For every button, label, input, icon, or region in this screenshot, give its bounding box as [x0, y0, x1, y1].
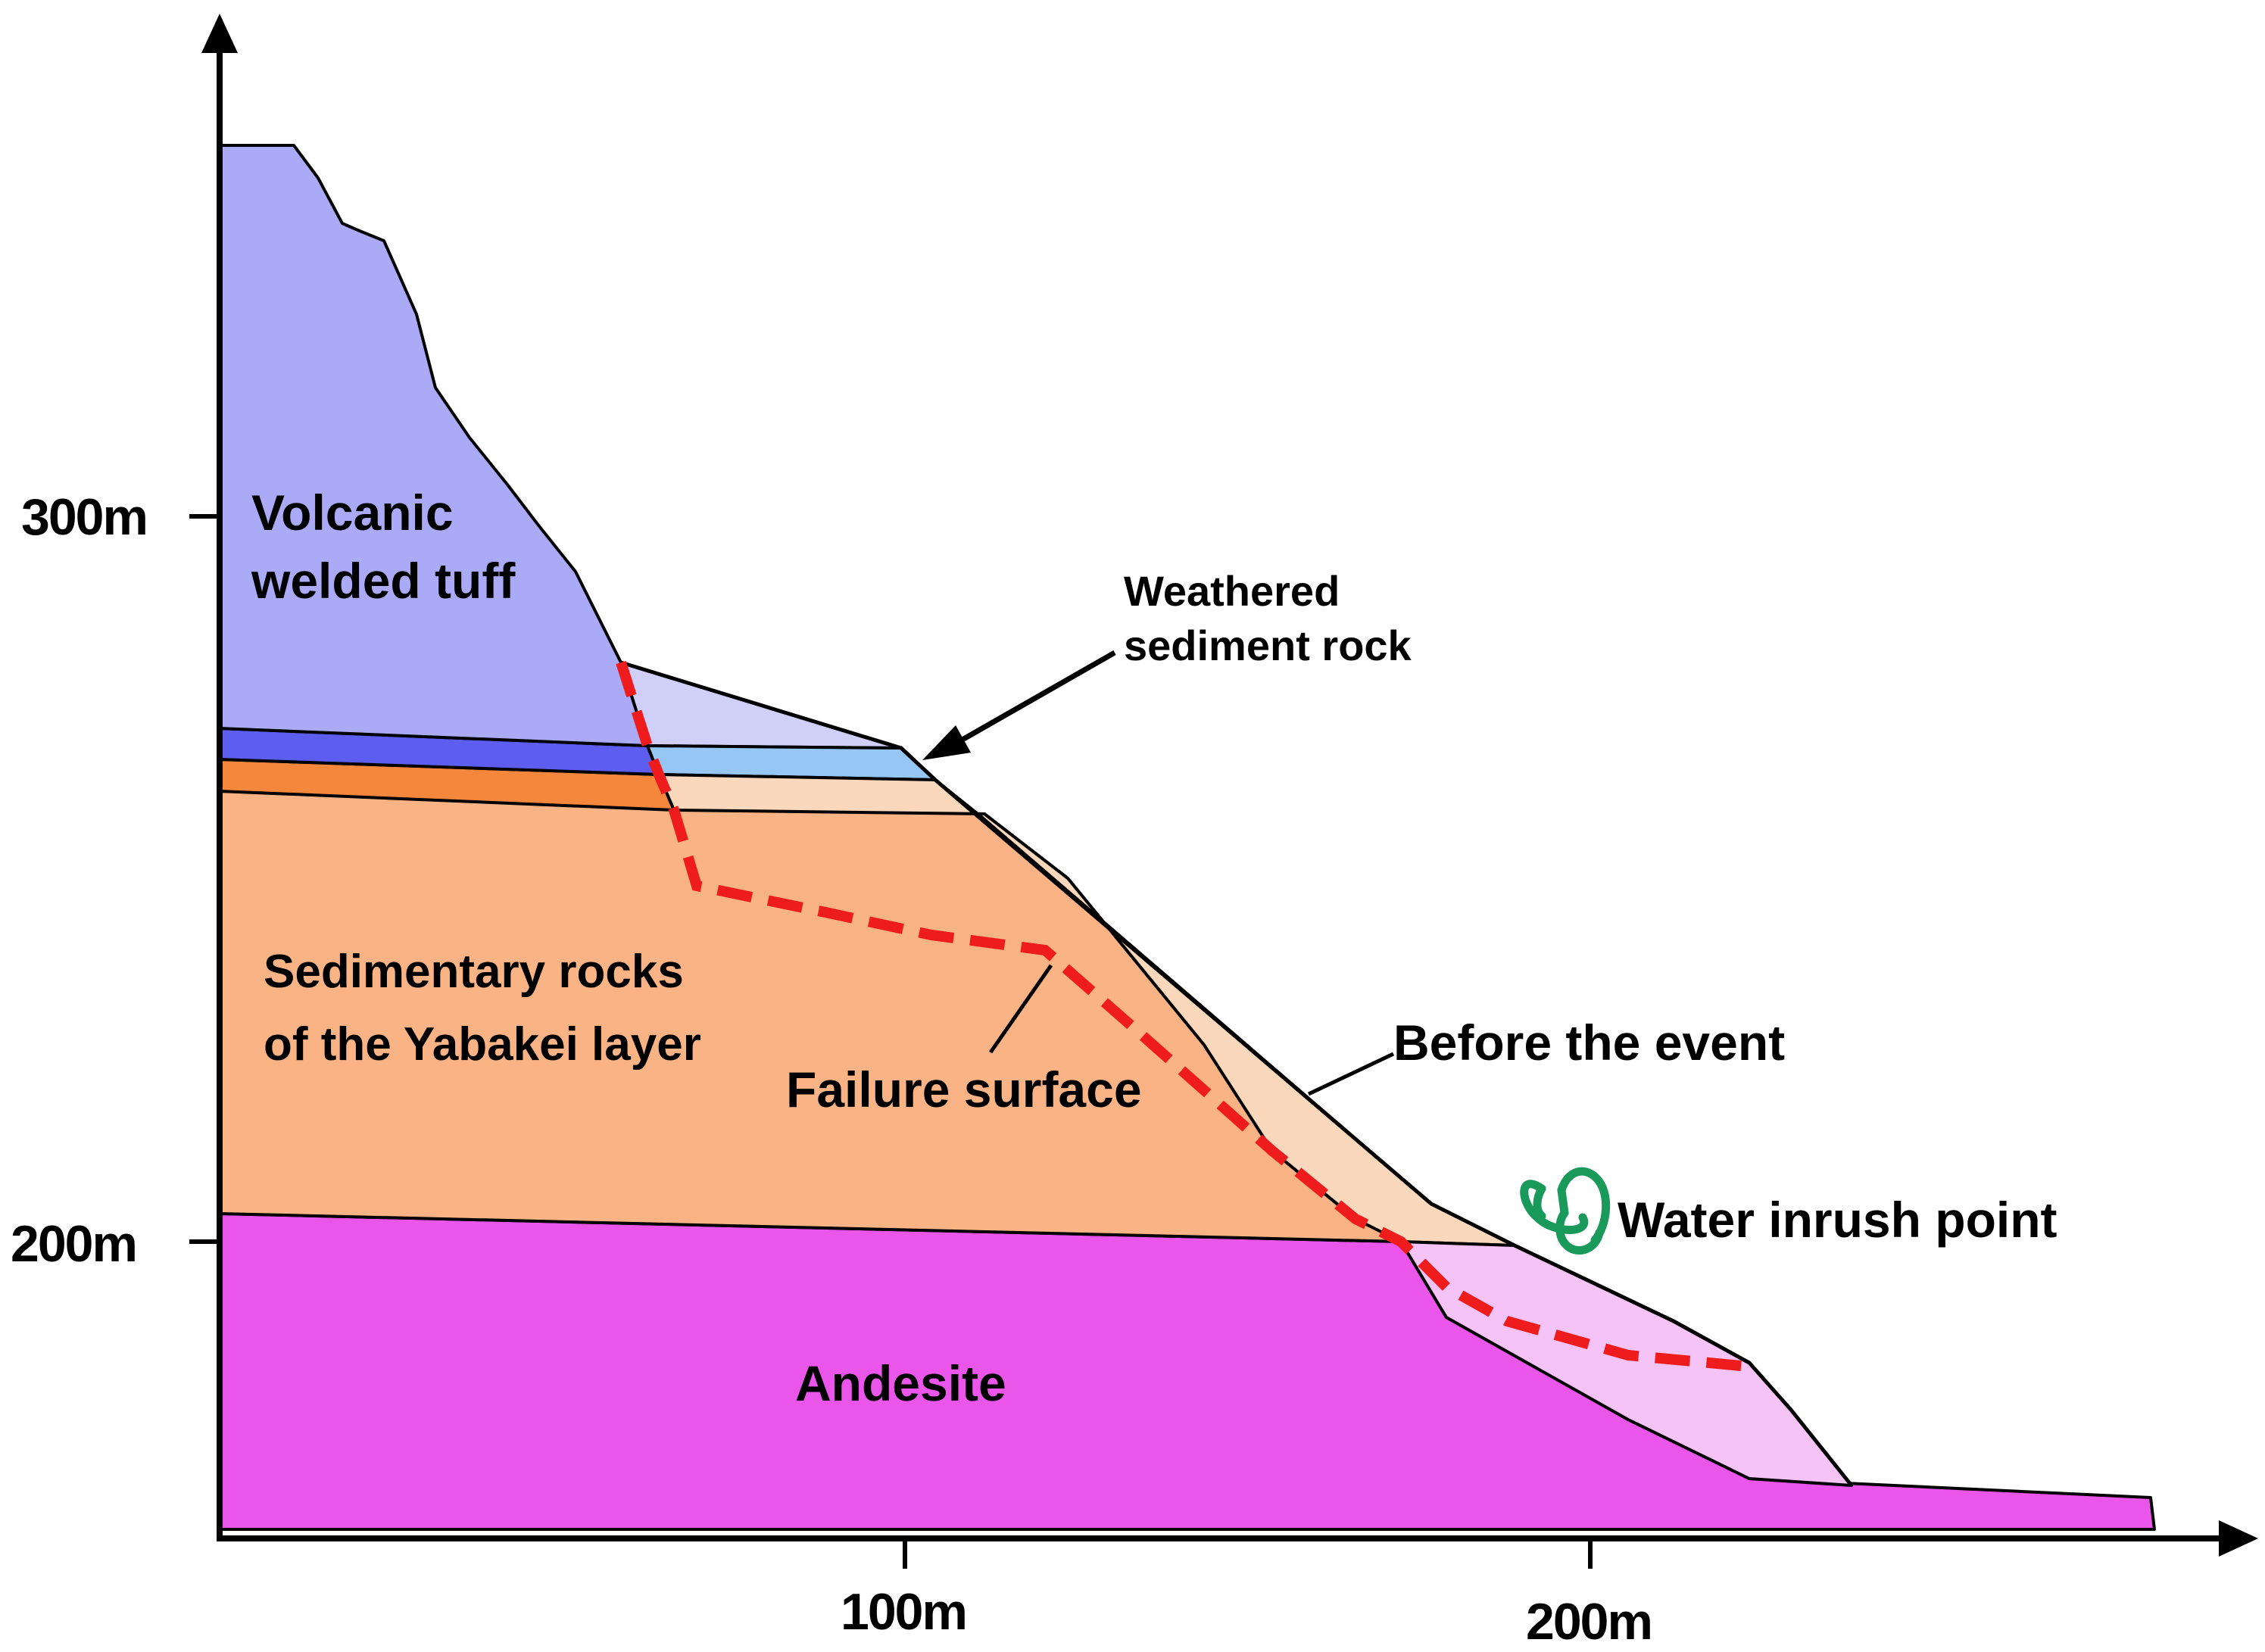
water-spring-icon: [1520, 1167, 1611, 1255]
y-tick-label-200: 200m: [11, 1215, 136, 1273]
tuff-label-line1: Volcanic: [251, 485, 454, 541]
weathered-label-line1: Weathered: [1124, 567, 1340, 615]
weathered-label-line2: sediment rock: [1124, 622, 1412, 669]
sedimentary-label-line2: of the Yabakei layer: [264, 1018, 701, 1071]
sedimentary-layer: [218, 790, 1402, 1243]
before-event-surface: [620, 660, 1853, 1487]
failure-pointer-line: [988, 964, 1053, 1054]
andesite-layer: [218, 1212, 2156, 1531]
tuff-label-line2: welded tuff: [251, 553, 516, 609]
sedimentary-label-line1: Sedimentary rocks: [264, 946, 684, 998]
weathered-pointer-line: [954, 650, 1116, 747]
x-tick-label-200: 200m: [1526, 1593, 1652, 1650]
water-inrush-label: Water inrush point: [1618, 1192, 2058, 1248]
x-axis-arrow: [2219, 1520, 2258, 1557]
y-tick-label-300: 300m: [21, 488, 147, 546]
before-pointer-line: [1307, 1052, 1395, 1096]
y-axis-arrow: [201, 14, 238, 53]
arrow-icon: [922, 725, 971, 760]
andesite-label: Andesite: [795, 1355, 1006, 1411]
x-tick-label-100: 100m: [841, 1583, 966, 1641]
tuff-layer: [218, 144, 649, 747]
failure-surface-line: [616, 660, 1750, 1372]
failure-surface-label: Failure surface: [786, 1061, 1142, 1117]
before-event-label: Before the event: [1393, 1015, 1785, 1071]
